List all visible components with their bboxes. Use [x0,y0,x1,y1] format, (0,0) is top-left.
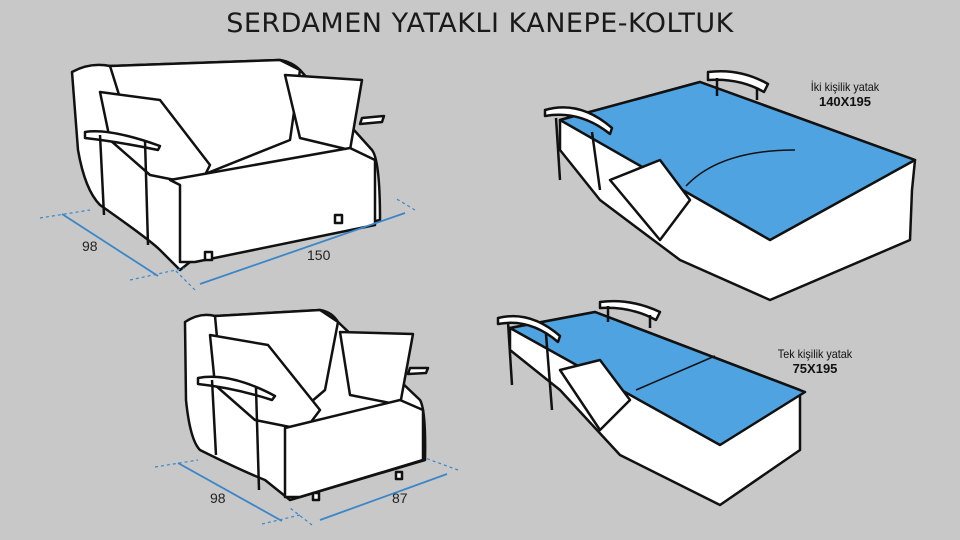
sofa-width-label: 150 [307,247,331,263]
single-bed-size: 75X195 [792,361,838,376]
armchair-illustration [183,308,430,502]
single-bed-label: Tek kişilik yatak [777,347,853,361]
sofa-bed-illustration [543,70,917,302]
armchair-width-label: 87 [392,490,408,506]
double-bed-size: 140X195 [818,94,872,109]
double-bed-label: İki kişilik yatak [810,80,880,94]
sofa-depth-label: 98 [82,238,98,254]
sofa-illustration [70,58,386,272]
page-title: SERDAMEN YATAKLI KANEPE-KOLTUK [226,8,734,39]
single-bed-caption: Tek kişilik yatak 75X195 [765,347,865,376]
double-bed-caption: İki kişilik yatak 140X195 [800,80,890,109]
dimension-lines [39,197,459,526]
armchair-bed-illustration [496,299,807,507]
armchair-depth-label: 98 [210,490,226,506]
